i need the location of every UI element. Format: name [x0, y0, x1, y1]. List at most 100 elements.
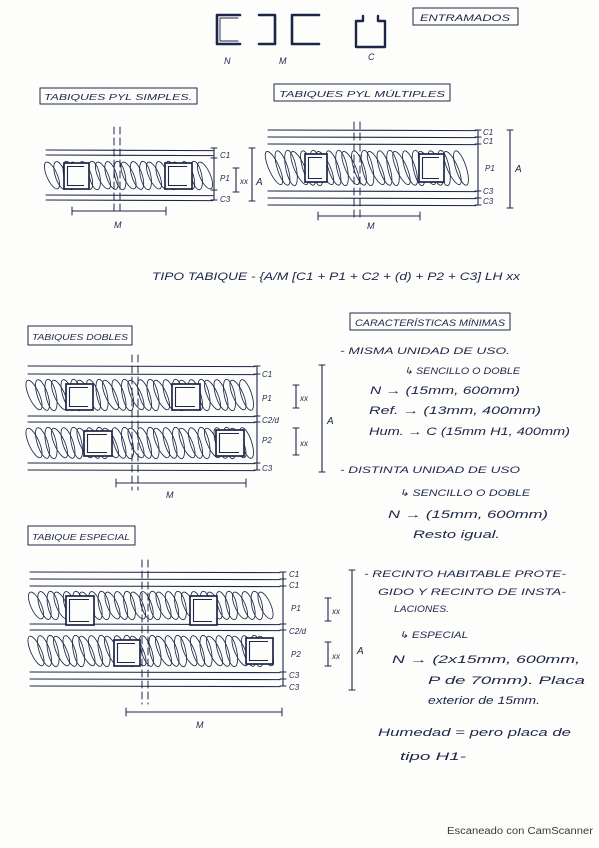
insulation-loop	[146, 378, 160, 412]
insulation-loop	[215, 635, 231, 667]
thickness-label: xx	[331, 607, 341, 616]
double-partition-section: TABIQUES DOBLES C1 P1 C2/d P2 C3 xx xx A…	[25, 325, 334, 500]
insulation-loop	[174, 590, 187, 621]
insulation-loop	[62, 635, 78, 667]
insulation-loop	[224, 634, 239, 668]
insulation-loop	[129, 161, 145, 190]
box-profile-icon	[354, 14, 387, 49]
insulation-loop	[113, 591, 129, 620]
same-use-unit-type: ↳ SENCILLO O DOBLE	[404, 366, 521, 377]
board-line	[267, 190, 477, 193]
stud-profile-icon	[189, 595, 218, 626]
board-line	[27, 365, 256, 368]
board-line	[267, 143, 477, 146]
spec-line: P de 70mm). Placa	[428, 675, 585, 687]
insulation-loop	[139, 160, 152, 191]
insulation-loop	[44, 426, 58, 460]
board-line	[27, 462, 256, 465]
insulation-loop	[153, 427, 170, 459]
multiple-partition-section: TABIQUES PYL MÚLTIPLES C1 C1 P1 C3 C3 A …	[264, 83, 522, 231]
insulation-loop	[239, 379, 254, 411]
insulation-loop	[325, 150, 342, 186]
spec-line: N → (2x15mm, 600mm,	[392, 654, 580, 666]
protected-room-type: ↳ ESPECIAL	[399, 630, 468, 641]
insulation-loop	[153, 379, 170, 411]
total-thickness-label: A	[326, 416, 334, 427]
c-profile-inner-icon	[219, 17, 239, 42]
c-profile-icon	[215, 13, 242, 46]
stud-inner-outline	[68, 598, 89, 623]
board-line	[29, 671, 281, 674]
total-thickness-label: A	[255, 177, 263, 188]
stud-inner-outline	[66, 165, 84, 187]
insulation-loop	[25, 427, 43, 459]
stud-inner-outline	[307, 156, 322, 180]
insulation-loop	[204, 379, 221, 411]
spec-line: exterior de 15mm.	[428, 695, 540, 707]
insulation-loop	[44, 378, 58, 412]
stud-profile-icon	[65, 383, 94, 411]
thickness-label: xx	[239, 177, 249, 186]
insulation-loop	[232, 591, 248, 620]
board-line	[267, 129, 477, 132]
stud-profile-icon	[65, 595, 95, 626]
insulation-loop	[120, 378, 135, 412]
thickness-label: xx	[299, 394, 309, 403]
total-thickness-label: A	[356, 646, 364, 657]
insulation-loop	[37, 635, 52, 667]
stud-profile-icon	[164, 162, 193, 190]
board-line	[27, 373, 256, 376]
insulation-loop	[146, 426, 160, 460]
insulation-loop	[25, 379, 43, 411]
layer-label: C2/d	[289, 627, 306, 636]
stud-inner-outline	[192, 598, 212, 623]
characteristics-section: CARACTERÍSTICAS MÍNIMAS - MISMA UNIDAD D…	[340, 312, 585, 763]
board-line	[29, 678, 281, 681]
multiple-title: TABIQUES PYL MÚLTIPLES	[279, 89, 445, 99]
insulation-loop	[180, 635, 198, 667]
layer-label: P1	[220, 174, 230, 183]
insulation-loop	[190, 635, 205, 667]
same-use-unit-heading: - MISMA UNIDAD DE USO.	[340, 346, 510, 357]
multiple-title-box	[273, 83, 451, 102]
insulation-loop	[257, 591, 274, 620]
insulation-loop	[360, 149, 375, 187]
insulation-loop	[71, 634, 86, 668]
insulation-loop	[173, 634, 188, 668]
special-partition-section: TABIQUE ESPECIAL C1 C1 P1 C2/d P2 C3 C3 …	[27, 525, 364, 730]
different-use-unit-heading: - DISTINTA UNIDAD DE USO	[340, 465, 521, 476]
scanner-watermark: Escaneado con CamScanner	[447, 826, 594, 837]
insulation-loop	[155, 635, 172, 667]
special-partition-drawing	[27, 559, 356, 717]
insulation-loop	[51, 427, 68, 459]
layer-label: C3	[289, 683, 300, 692]
insulation-loop	[231, 635, 249, 667]
stud-inner-outline	[248, 640, 268, 662]
stud-inner-outline	[86, 433, 107, 454]
characteristics-title-box	[349, 312, 511, 331]
stud-inner-outline	[167, 165, 187, 187]
insulation-loop	[127, 427, 145, 459]
insulation-loop	[155, 591, 172, 620]
insulation-loop	[335, 149, 349, 187]
spec-line: Resto igual.	[413, 529, 500, 541]
insulation-loop	[376, 150, 393, 186]
stud-inner-outline	[116, 642, 135, 664]
layer-label: P1	[485, 164, 495, 173]
insulation-loop	[113, 160, 127, 191]
entramados-title: ENTRAMADOS	[420, 13, 510, 23]
spec-line: N → (15mm, 600mm)	[388, 509, 548, 521]
entramados-box	[412, 7, 519, 26]
board-line	[267, 136, 477, 139]
insulation-loop	[171, 426, 186, 460]
layer-label: C3	[289, 671, 300, 680]
layer-label: C2/d	[262, 416, 279, 425]
multiple-partition-drawing	[264, 121, 514, 221]
layer-label: C3	[262, 464, 273, 473]
stud-inner-outline	[68, 386, 88, 408]
insulation-loop	[46, 590, 60, 621]
insulation-loop	[229, 379, 247, 411]
insulation-loop	[27, 635, 45, 667]
board-line	[27, 469, 256, 472]
